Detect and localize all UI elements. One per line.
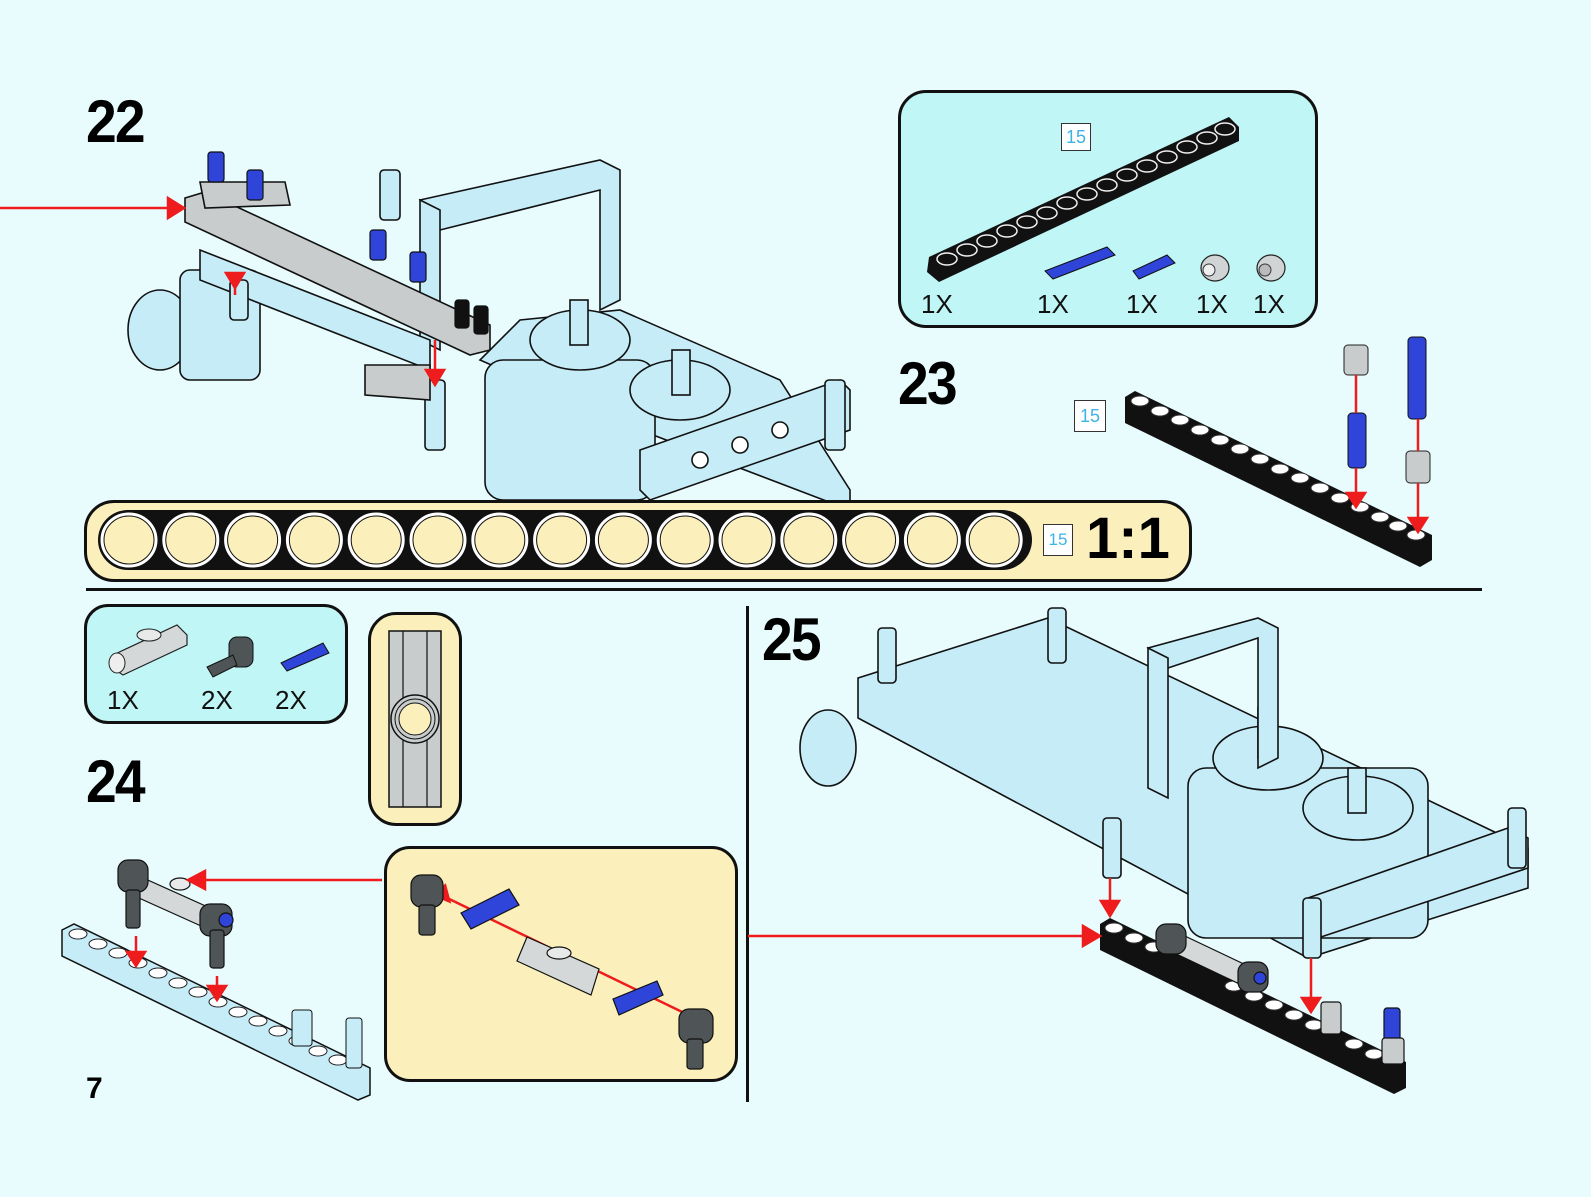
- gray-axle-connector-icon: [108, 624, 188, 676]
- blue-pin-icon: [207, 151, 427, 283]
- blue-axle-pin-icon: [612, 980, 664, 1016]
- model-assembly-icon: [799, 607, 1529, 959]
- ruler-hole-inner: [783, 515, 835, 565]
- beam-15-black-icon: [1100, 918, 1406, 1094]
- blue-long-pin-icon: [1407, 336, 1427, 420]
- part-qty: 2X: [275, 685, 307, 715]
- ruler-hole-inner: [597, 515, 649, 565]
- part-qty: 1X: [1037, 289, 1069, 319]
- ruler-hole-inner: [350, 515, 402, 565]
- step-23-parts-list: 15 1X 1X 1X 1X 1X: [898, 90, 1318, 328]
- length-tag: 15: [1074, 400, 1106, 432]
- step-22-number: 22: [86, 88, 146, 155]
- step-22-illustration: [0, 151, 851, 512]
- assembly-arrow-icon: [748, 878, 1323, 1015]
- axle-connector-end-view-icon: [388, 630, 442, 808]
- blue-axle-pin-icon: [280, 642, 330, 672]
- connector-subassembly-icon: [117, 859, 234, 969]
- gray-axle-connector-icon: [516, 936, 600, 996]
- gray-hex-bush-icon: [1343, 344, 1369, 376]
- blue-axle-pin-icon: [1347, 412, 1367, 469]
- step-24-illustration: [61, 859, 382, 1101]
- beam-15-black-icon: [1125, 391, 1432, 567]
- part-qty: 1X: [1196, 289, 1228, 319]
- page-number: 7: [86, 1072, 103, 1105]
- ruler-hole-inner: [906, 515, 958, 565]
- ruler-hole-inner: [536, 515, 588, 565]
- scale-label: 1:1: [1086, 506, 1170, 571]
- section-divider: [746, 606, 749, 1102]
- ruler-hole-inner: [721, 515, 773, 565]
- length-tag: 15: [1061, 123, 1091, 151]
- step-24-parts-list: 1X 2X 2X: [84, 604, 348, 724]
- ruler-hole-inner: [165, 515, 217, 565]
- ruler-hole-inner: [845, 515, 897, 565]
- subassembly-callout: [384, 846, 738, 1082]
- light-blue-beam-icon: [61, 923, 371, 1101]
- step-25-number: 25: [762, 606, 822, 673]
- dark-gray-angle-connector-icon: [206, 636, 254, 678]
- section-divider: [86, 588, 1482, 591]
- ruler-hole-inner: [659, 515, 711, 565]
- gray-beam-icon: [184, 181, 491, 401]
- orientation-callout: [368, 612, 462, 826]
- step-23-number: 23: [898, 350, 958, 417]
- ruler-hole-inner: [474, 515, 526, 565]
- ruler-hole-inner: [288, 515, 340, 565]
- ruler-hole-inner: [227, 515, 279, 565]
- assembly-arrow-icon: [124, 868, 382, 1003]
- blue-long-pin-icon: [1044, 246, 1116, 280]
- gray-hex-bush-icon: [1200, 254, 1230, 282]
- dark-gray-angle-connector-icon: [678, 1008, 714, 1044]
- step-23-illustration: [1125, 336, 1432, 567]
- part-qty: 2X: [201, 685, 233, 715]
- ruler-beam-15: [98, 510, 1032, 570]
- dark-gray-angle-connector-icon: [410, 874, 444, 908]
- part-qty: 1X: [1253, 289, 1285, 319]
- step-24-number: 24: [86, 748, 146, 815]
- assembly-arrow-icon: [0, 195, 447, 388]
- part-qty: 1X: [1126, 289, 1158, 319]
- beam-15-black-icon: [927, 117, 1239, 282]
- ruler-hole-inner: [103, 515, 155, 565]
- blue-axle-pin-icon: [1132, 254, 1176, 280]
- step-25-illustration: [748, 607, 1529, 1094]
- blue-axle-pin-icon: [460, 888, 520, 930]
- length-tag: 15: [1043, 524, 1073, 556]
- subassembly-exploded-icon: [410, 874, 714, 1070]
- part-qty: 1X: [107, 685, 139, 715]
- assembly-arrow-icon: [1344, 375, 1430, 535]
- ruler-hole-inner: [412, 515, 464, 565]
- part-qty: 1X: [921, 289, 953, 319]
- gray-bush-icon: [1405, 450, 1431, 484]
- black-pin-icon: [454, 299, 489, 335]
- gray-bush-icon: [1256, 254, 1286, 282]
- ruler-hole-inner: [968, 515, 1020, 565]
